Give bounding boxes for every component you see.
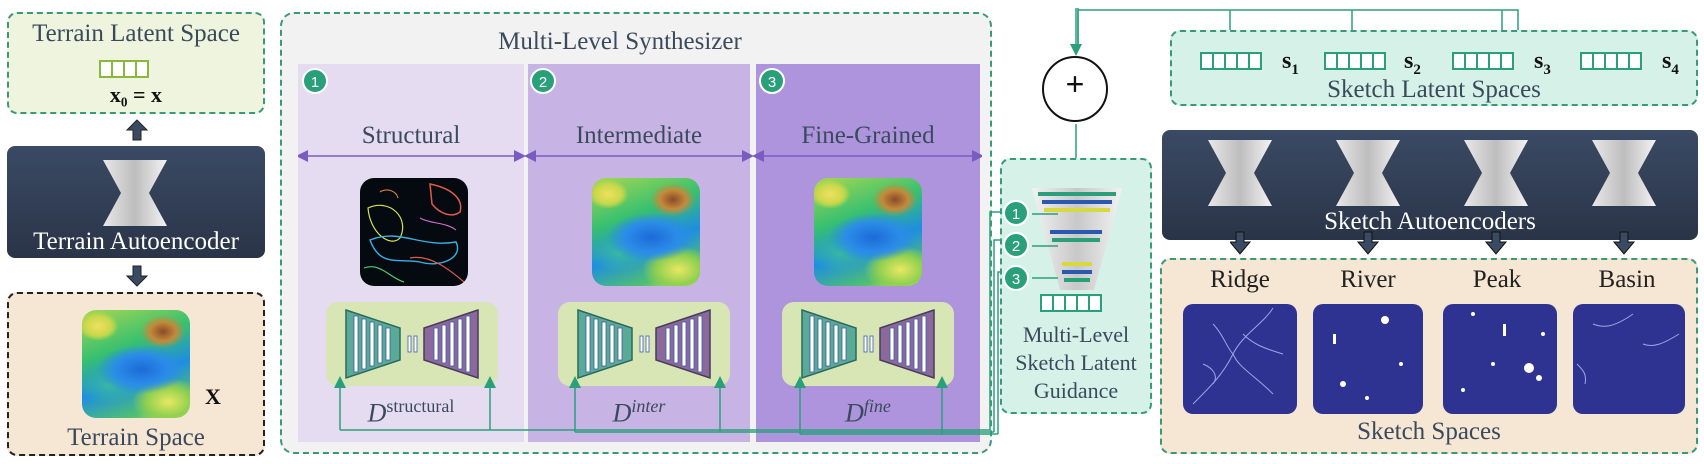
river-sketch-image xyxy=(1313,304,1423,414)
terrain-autoencoder-label: Terrain Autoencoder xyxy=(33,228,239,255)
ridge-sketch-image xyxy=(1183,304,1297,414)
sum-node xyxy=(1042,56,1108,122)
sketch-type-ridge: Ridge xyxy=(1210,266,1270,293)
decoder-fine-label: Dfine xyxy=(845,396,891,428)
peak-sketch-image xyxy=(1443,304,1557,414)
level-range-arrows xyxy=(298,150,982,162)
sketch-type-river: River xyxy=(1340,266,1396,293)
guidance-number-2: 2 xyxy=(1003,232,1029,258)
guidance-label-line2: Sketch Latent xyxy=(1015,350,1137,375)
sketch-type-basin: Basin xyxy=(1598,266,1656,293)
sketch-down-arrows xyxy=(1230,231,1636,255)
sketch-latent-title: Sketch Latent Spaces xyxy=(1327,76,1541,103)
sketch-autoencoder-icon-3 xyxy=(1464,140,1528,206)
terrain-latent-formula: x₀ = x xyxy=(109,82,163,107)
guidance-number-1: 1 xyxy=(1003,200,1029,226)
down-arrow-icon xyxy=(125,265,149,287)
fine-terrain-image xyxy=(814,178,922,286)
guidance-level-arrows xyxy=(1032,213,1058,279)
guidance-label-line3: Guidance xyxy=(1033,378,1119,403)
level-label-structural: Structural xyxy=(361,122,461,149)
level-number-2: 2 xyxy=(530,68,556,94)
sketch-latent-label-3: s3 xyxy=(1534,48,1551,78)
intermediate-terrain-image xyxy=(592,178,700,286)
level-number-1: 1 xyxy=(302,68,328,94)
level-number-3: 3 xyxy=(759,68,785,94)
sketch-latent-vector-2 xyxy=(1324,52,1386,70)
terrain-latent-vector xyxy=(99,60,149,78)
terrain-latent-title: Terrain Latent Space xyxy=(32,20,240,47)
sketch-space-label: Sketch Spaces xyxy=(1357,418,1501,445)
decoder-guidance-connectors xyxy=(334,211,1010,435)
terrain-space-label: Terrain Space xyxy=(67,424,205,451)
sketch-latent-label-4: s4 xyxy=(1662,48,1679,78)
guidance-label-line1: Multi-Level xyxy=(1022,322,1130,347)
guidance-latent-vector xyxy=(1040,294,1102,312)
sketch-autoencoder-icon-2 xyxy=(1336,140,1400,206)
terrain-autoencoder-icon xyxy=(103,160,167,226)
up-arrow-icon xyxy=(125,119,149,141)
basin-sketch-image xyxy=(1573,304,1685,414)
sketch-autoencoders-label: Sketch Autoencoders xyxy=(1324,208,1536,235)
level-label-intermediate: Intermediate xyxy=(575,122,703,149)
sketch-type-peak: Peak xyxy=(1472,266,1522,293)
sketch-latent-label-2: s2 xyxy=(1404,48,1421,78)
synthesizer-title: Multi-Level Synthesizer xyxy=(498,28,742,55)
terrain-x-label: X xyxy=(205,384,221,409)
decoder-intermediate-label: Dinter xyxy=(612,396,666,428)
guidance-number-3: 3 xyxy=(1003,265,1029,291)
level-label-fine: Fine-Grained xyxy=(801,122,935,149)
sum-plus-symbol: + xyxy=(1065,66,1085,102)
plus-feed-line xyxy=(1077,8,1079,44)
decoder-fine-icon xyxy=(801,308,935,380)
decoder-structural-label: Dstructural xyxy=(367,396,455,428)
terrain-image xyxy=(82,310,190,418)
structural-contour-image xyxy=(360,178,468,286)
decoder-structural-icon xyxy=(345,308,479,380)
decoder-intermediate-icon xyxy=(577,308,711,380)
sketch-autoencoder-icon-1 xyxy=(1208,140,1272,206)
sketch-autoencoder-icon-4 xyxy=(1592,140,1656,206)
sketch-latent-vector-4 xyxy=(1580,52,1642,70)
sketch-latent-vector-3 xyxy=(1452,52,1514,70)
sketch-latent-vector-1 xyxy=(1200,52,1262,70)
sketch-latent-label-1: s1 xyxy=(1282,48,1299,78)
